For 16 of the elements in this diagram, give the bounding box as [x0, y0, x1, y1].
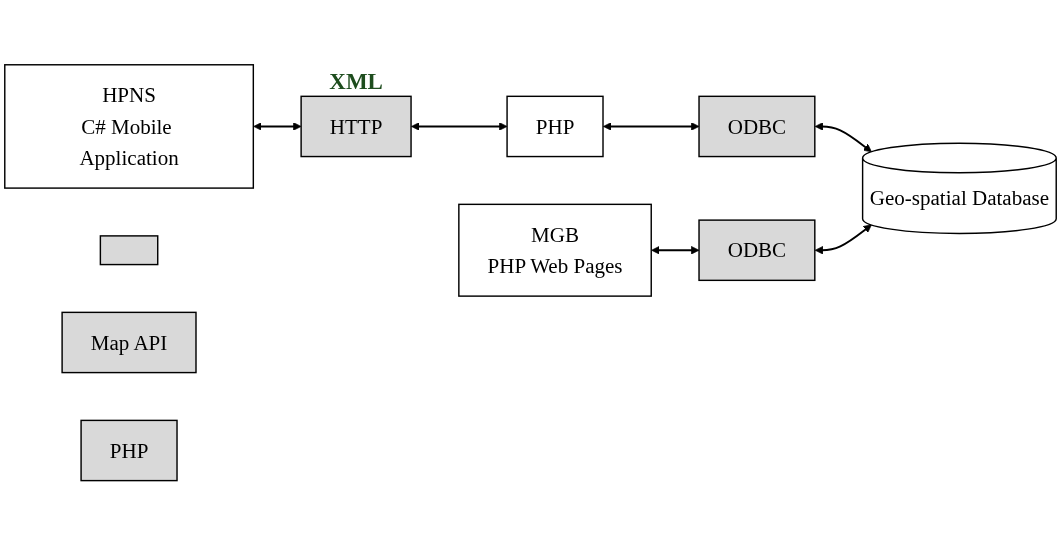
arrow	[603, 122, 700, 131]
node-box: MGB PHP Web Pages	[458, 203, 652, 298]
node-box: ODBC	[698, 95, 816, 158]
node-box	[99, 235, 159, 266]
node-box: HPNS C# Mobile Application	[4, 64, 255, 190]
node-box: PHP	[506, 95, 604, 158]
arrow	[651, 246, 700, 255]
arrow	[814, 122, 872, 153]
arrow	[814, 224, 872, 255]
node-box: ODBC	[698, 219, 816, 282]
node-box: Map API	[61, 311, 197, 374]
arrow	[411, 122, 508, 131]
arrow	[253, 122, 302, 131]
protocol-label: XML	[329, 68, 383, 94]
node-box: HTTP	[300, 95, 412, 158]
node-box: PHP	[80, 419, 178, 482]
